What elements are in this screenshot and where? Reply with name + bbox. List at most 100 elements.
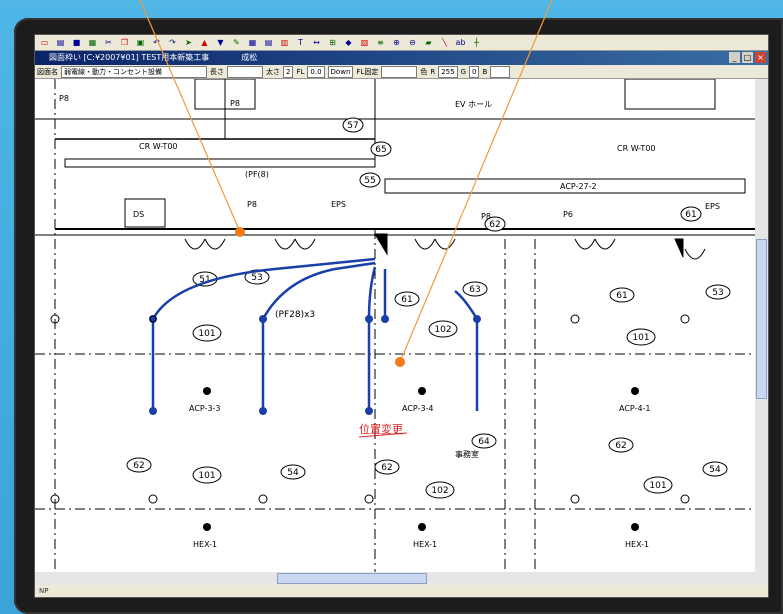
text-icon[interactable]: T <box>298 37 303 47</box>
thickness-select[interactable]: 2 <box>283 65 294 78</box>
property-bar: 図面名 弱電線・動力・コンセント設備 長さ 太さ 2 FL 0.0 Down F… <box>35 65 768 79</box>
equipment-label: ACP-4-1 <box>619 404 651 413</box>
room-label: P8 <box>247 200 257 209</box>
equipment-label: HEX-1 <box>625 540 649 549</box>
block-icon[interactable]: ▥ <box>280 37 289 47</box>
grid-icon[interactable]: ▦ <box>248 37 257 47</box>
room-label: EPS <box>331 200 346 209</box>
cut-icon[interactable]: ✂ <box>105 37 112 47</box>
room-label: 事務室 <box>455 449 479 459</box>
fl-fixed-select[interactable] <box>381 65 418 78</box>
window-titlebar[interactable]: 図面枠い [C:¥2007¥01] TEST用本新築工事 成松 _ □ × <box>35 51 768 65</box>
fl-label: FL <box>296 67 305 76</box>
table-icon[interactable]: ▤ <box>264 37 273 47</box>
room-label: EV ホール <box>455 100 492 109</box>
circle-label: 65 <box>375 145 386 155</box>
line-icon[interactable]: ╲ <box>442 37 447 47</box>
circle-label: 62 <box>615 441 626 451</box>
vertical-scrollbar[interactable] <box>755 79 768 585</box>
room-label: EPS <box>705 202 720 211</box>
circle-label: 61 <box>401 295 412 305</box>
symbol-icon[interactable]: ◆ <box>345 37 352 47</box>
copy-icon[interactable]: ❐ <box>120 37 129 47</box>
layer-select[interactable]: 弱電線・動力・コンセント設備 <box>61 65 207 78</box>
drawing-canvas[interactable]: 57 55 65 62 61 51 53 61 63 61 53 101 102… <box>35 78 755 585</box>
maximize-button[interactable]: □ <box>742 52 753 63</box>
circle-label: 102 <box>434 325 451 335</box>
eraser-icon[interactable]: ▰ <box>425 37 432 47</box>
r-input[interactable]: 255 <box>438 65 458 78</box>
circle-label: 61 <box>685 210 696 220</box>
g-input[interactable]: 0 <box>469 65 480 78</box>
room-label: P8 <box>481 212 491 221</box>
window-title: 図面枠い [C:¥2007¥01] TEST用本新築工事 成松 <box>49 53 258 62</box>
room-label: P6 <box>563 210 573 219</box>
circle-label: 54 <box>709 465 721 475</box>
circle-label: 54 <box>287 468 299 478</box>
circle-label: 101 <box>632 333 649 343</box>
circle-label: 55 <box>364 176 375 186</box>
zoom-out-icon[interactable]: ⊖ <box>409 37 416 47</box>
open-icon[interactable]: ▤ <box>56 37 65 47</box>
fl-input[interactable]: 0.0 <box>307 65 325 78</box>
circle-label: 62 <box>133 461 144 471</box>
horizontal-scrollbar[interactable] <box>35 572 755 585</box>
cross-icon[interactable]: ┼ <box>474 37 479 47</box>
layer-down-icon[interactable]: ▼ <box>217 37 224 47</box>
length-input[interactable] <box>227 65 263 78</box>
horizontal-scroll-thumb[interactable] <box>277 573 427 584</box>
measure-icon[interactable]: ↔ <box>313 37 320 47</box>
text-ab-icon[interactable]: ab <box>455 37 466 47</box>
dimension-icon[interactable]: ⊞ <box>329 37 336 47</box>
window-controls: _ □ × <box>729 52 766 63</box>
room-label: CR W-T00 <box>139 142 178 151</box>
g-label: G <box>460 67 467 76</box>
equipment-label: HEX-1 <box>193 540 217 549</box>
pen-icon[interactable]: ✎ <box>233 37 240 47</box>
circle-label: 61 <box>616 291 627 301</box>
paste-icon[interactable]: ▣ <box>136 37 145 47</box>
close-button[interactable]: × <box>755 52 766 63</box>
circle-label: 53 <box>251 273 262 283</box>
r-label: R <box>430 67 436 76</box>
list-icon[interactable]: ≡ <box>377 37 384 47</box>
zoom-in-icon[interactable]: ⊕ <box>393 37 400 47</box>
conduit-label: (PF(8) <box>245 170 269 179</box>
thickness-label: 太さ <box>266 67 280 76</box>
circle-label: 101 <box>198 471 215 481</box>
color-label: 色 <box>420 67 428 76</box>
b-input[interactable] <box>490 65 511 78</box>
save-icon[interactable]: ■ <box>72 37 81 47</box>
print-icon[interactable]: ▦ <box>88 37 97 47</box>
cad-window: ▭ ▤ ■ ▦ ✂ ❐ ▣ ↶ ↷ ➤ ▲ ▼ ✎ ▦ ▤ ▥ T ↔ ⊞ ◆ ▧ ≡ ⊕ ⊖ ▰ ╲ ab ┼ 図面枠い [C:¥2… <box>34 34 769 598</box>
circle-label: 51 <box>199 275 210 285</box>
down-button[interactable]: Down <box>327 65 354 78</box>
new-icon[interactable]: ▭ <box>40 37 49 47</box>
circle-label: 62 <box>489 220 500 230</box>
room-label: ACP-27-2 <box>560 182 597 191</box>
circle-label: 101 <box>649 481 666 491</box>
annotation-label: 位置変更 <box>359 422 403 436</box>
room-label: P8 <box>59 94 69 103</box>
circle-label: 62 <box>381 463 392 473</box>
minimize-button[interactable]: _ <box>729 52 740 63</box>
room-label: P8 <box>230 99 240 108</box>
circle-label: 63 <box>469 285 480 295</box>
undo-icon[interactable]: ↶ <box>153 37 160 47</box>
status-bar: NP <box>35 585 768 597</box>
circle-label: 53 <box>712 288 723 298</box>
pointer-icon[interactable]: ➤ <box>185 37 192 47</box>
group-icon[interactable]: ▧ <box>360 37 369 47</box>
redo-icon[interactable]: ↷ <box>169 37 176 47</box>
main-toolbar: ▭ ▤ ■ ▦ ✂ ❐ ▣ ↶ ↷ ➤ ▲ ▼ ✎ ▦ ▤ ▥ T ↔ ⊞ ◆ ▧ ≡ ⊕ ⊖ ▰ ╲ ab ┼ <box>35 35 768 51</box>
cable-label: (PF28)x3 <box>275 310 315 320</box>
equipment-label: HEX-1 <box>413 540 437 549</box>
circle-label: 102 <box>431 486 448 496</box>
circle-label: 101 <box>198 329 215 339</box>
room-label: DS <box>133 210 144 219</box>
fl-fixed-checkbox[interactable]: FL固定 <box>356 67 379 76</box>
floor-plan-drawing: 57 55 65 62 61 51 53 61 63 61 53 101 102… <box>35 78 755 585</box>
equipment-label: ACP-3-3 <box>189 404 221 413</box>
layer-up-icon[interactable]: ▲ <box>201 37 208 47</box>
vertical-scroll-thumb[interactable] <box>756 239 767 399</box>
